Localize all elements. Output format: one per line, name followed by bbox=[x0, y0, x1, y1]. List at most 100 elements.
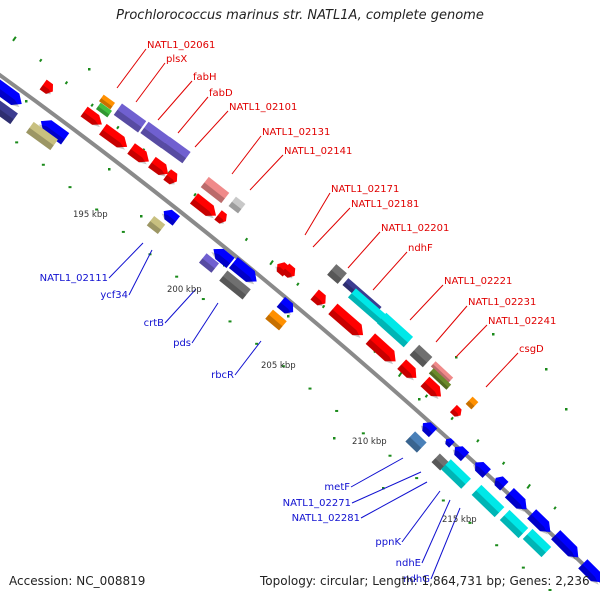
gene-label-forward[interactable]: NATL1_02181 bbox=[351, 199, 419, 210]
gene-label-forward[interactable]: csgD bbox=[519, 344, 544, 355]
genome-summary-text: Topology: circular; Length: 1,864,731 bp… bbox=[260, 574, 590, 588]
scale-label: 200 kbp bbox=[167, 285, 202, 295]
cds-forward-15[interactable] bbox=[449, 404, 464, 419]
tick-mark bbox=[64, 80, 69, 85]
tick-mark bbox=[140, 215, 143, 218]
cds-reverse-1[interactable] bbox=[37, 116, 70, 145]
cds-forward-4[interactable] bbox=[148, 156, 172, 179]
cog-reverse-6[interactable] bbox=[405, 431, 427, 453]
cds-reverse-10[interactable] bbox=[492, 474, 509, 491]
tick-mark bbox=[450, 416, 454, 421]
cog-forward-10[interactable] bbox=[376, 312, 414, 348]
cds-forward-7[interactable] bbox=[214, 210, 229, 226]
gene-label-reverse[interactable]: ndhG bbox=[403, 574, 430, 585]
cog-reverse-10[interactable] bbox=[499, 509, 529, 539]
cog-forward-0[interactable] bbox=[98, 94, 116, 110]
cog-forward-1[interactable] bbox=[95, 102, 113, 118]
scale-label: 215 kbp bbox=[442, 515, 477, 525]
gene-label-reverse[interactable]: NATL1_02271 bbox=[283, 498, 351, 509]
gene-label-forward[interactable]: NATL1_02171 bbox=[331, 184, 399, 195]
gene-label-forward[interactable]: fabD bbox=[209, 88, 233, 99]
cog-forward-2[interactable] bbox=[113, 103, 147, 133]
cog-reverse-3[interactable] bbox=[199, 253, 219, 273]
cds-forward-0[interactable] bbox=[39, 79, 57, 97]
cds-forward-3[interactable] bbox=[127, 143, 152, 166]
cog-forward-9[interactable] bbox=[347, 288, 387, 324]
gene-label-reverse[interactable]: ppnK bbox=[375, 537, 401, 548]
gene-label-forward[interactable]: fabH bbox=[193, 72, 217, 83]
gene-label-reverse[interactable]: crtB bbox=[144, 318, 165, 329]
tick-mark bbox=[388, 454, 392, 457]
cog-reverse-9[interactable] bbox=[471, 484, 505, 518]
cds-forward-11[interactable] bbox=[328, 303, 367, 341]
cds-reverse-0[interactable] bbox=[0, 78, 26, 109]
cds-reverse-11[interactable] bbox=[504, 487, 531, 514]
cds-forward-2[interactable] bbox=[99, 123, 131, 152]
cds-reverse-4[interactable] bbox=[228, 257, 261, 287]
cds-forward-5[interactable] bbox=[163, 169, 180, 187]
label-leader bbox=[409, 284, 444, 321]
cds-reverse-13[interactable] bbox=[551, 530, 583, 562]
gene-label-reverse[interactable]: NATL1_02281 bbox=[292, 513, 360, 524]
label-leader bbox=[231, 135, 262, 175]
cds-reverse-9[interactable] bbox=[471, 458, 491, 478]
cog-forward-12[interactable] bbox=[430, 361, 454, 383]
tick-mark bbox=[526, 483, 531, 490]
gene-label-reverse[interactable]: NATL1_02111 bbox=[40, 273, 108, 284]
cog-forward-13[interactable] bbox=[428, 368, 452, 390]
gene-label-forward[interactable]: NATL1_02221 bbox=[444, 276, 512, 287]
gene-label-reverse[interactable]: ndhE bbox=[396, 558, 421, 569]
cog-forward-11[interactable] bbox=[409, 344, 433, 368]
cog-reverse-0[interactable] bbox=[0, 95, 18, 125]
cog-reverse-5[interactable] bbox=[265, 309, 287, 331]
cds-reverse-5[interactable] bbox=[276, 296, 298, 317]
tick-mark bbox=[15, 141, 19, 144]
label-leader bbox=[435, 305, 468, 343]
cog-forward-7[interactable] bbox=[327, 264, 347, 284]
cog-forward-5[interactable] bbox=[200, 176, 230, 204]
cds-reverse-14[interactable] bbox=[578, 559, 600, 587]
cds-reverse-2[interactable] bbox=[160, 206, 180, 226]
gene-label-reverse[interactable]: ycf34 bbox=[100, 290, 128, 301]
cog-reverse-1[interactable] bbox=[26, 121, 58, 151]
cog-reverse-8[interactable] bbox=[441, 459, 471, 489]
label-leader bbox=[116, 48, 147, 89]
tick-mark bbox=[321, 304, 326, 309]
cds-reverse-3[interactable] bbox=[209, 244, 235, 268]
gene-label-forward[interactable]: NATL1_02141 bbox=[284, 146, 352, 157]
cds-reverse-8[interactable] bbox=[451, 443, 470, 462]
cds-forward-14[interactable] bbox=[420, 376, 446, 402]
gene-label-forward[interactable]: ndhF bbox=[408, 243, 433, 254]
cds-forward-9[interactable] bbox=[281, 263, 299, 281]
cog-forward-4[interactable] bbox=[161, 136, 191, 164]
gene-label-forward[interactable]: NATL1_02241 bbox=[488, 316, 556, 327]
gene-label-forward[interactable]: NATL1_02131 bbox=[262, 127, 330, 138]
gene-label-reverse[interactable]: metF bbox=[324, 482, 350, 493]
label-leader bbox=[128, 249, 153, 296]
cog-reverse-4[interactable] bbox=[219, 270, 251, 300]
gene-label-forward[interactable]: NATL1_02231 bbox=[468, 297, 536, 308]
cds-reverse-6[interactable] bbox=[419, 419, 438, 438]
cds-reverse-7[interactable] bbox=[443, 436, 455, 448]
cog-forward-3[interactable] bbox=[140, 121, 170, 149]
tick-mark bbox=[25, 100, 28, 103]
cds-forward-12[interactable] bbox=[365, 333, 401, 366]
gene-label-forward[interactable]: NATL1_02201 bbox=[381, 223, 449, 234]
gene-label-forward[interactable]: NATL1_02101 bbox=[229, 102, 297, 113]
cds-reverse-12[interactable] bbox=[527, 509, 555, 536]
gene-label-forward[interactable]: plsX bbox=[166, 54, 187, 65]
gene-label-reverse[interactable]: pds bbox=[173, 338, 191, 349]
cog-forward-14[interactable] bbox=[465, 396, 479, 410]
cds-forward-13[interactable] bbox=[397, 359, 420, 382]
cds-forward-1[interactable] bbox=[80, 106, 106, 130]
cog-reverse-2[interactable] bbox=[146, 215, 166, 235]
cds-forward-10[interactable] bbox=[310, 289, 329, 309]
cds-forward-6[interactable] bbox=[189, 193, 220, 220]
cog-forward-6[interactable] bbox=[228, 196, 246, 214]
tick-mark bbox=[88, 68, 91, 71]
gene-label-forward[interactable]: NATL1_02061 bbox=[147, 40, 215, 51]
cog-reverse-11[interactable] bbox=[522, 528, 552, 558]
gene-label-reverse[interactable]: rbcR bbox=[211, 370, 234, 381]
